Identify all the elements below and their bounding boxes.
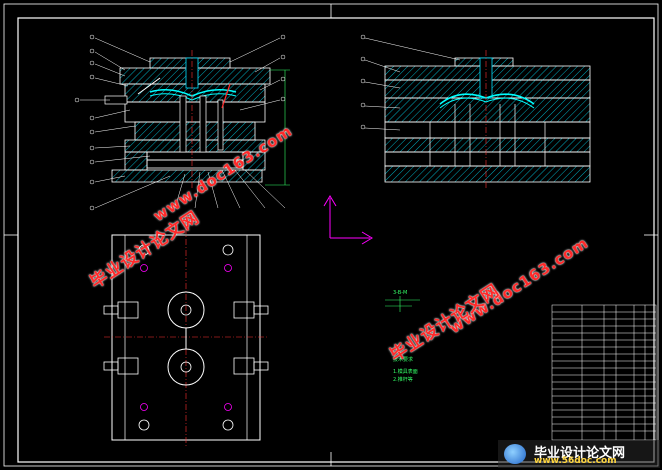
- plan-view: [103, 228, 269, 446]
- tech-notes-title: 技术要求: [393, 357, 414, 363]
- logo-globe-icon: [504, 444, 526, 464]
- side-section-view: [360, 34, 591, 190]
- site-logo: 毕业设计论文网 www.56doc.com: [498, 440, 660, 468]
- ucs-axis-icon: [323, 195, 373, 245]
- tech-note-line-2: 2.推杆等: [393, 377, 413, 383]
- logo-url: www.56doc.com: [534, 456, 617, 466]
- logo-title: 毕业设计论文网: [534, 446, 626, 461]
- tech-note-small: 3-B-M: [393, 290, 408, 296]
- front-section-view: [74, 34, 290, 211]
- title-block: [551, 304, 657, 441]
- sheet-inner-border: [17, 17, 655, 463]
- dimension-detail: [385, 296, 420, 312]
- tech-note-line-1: 1.模具表面: [393, 369, 418, 375]
